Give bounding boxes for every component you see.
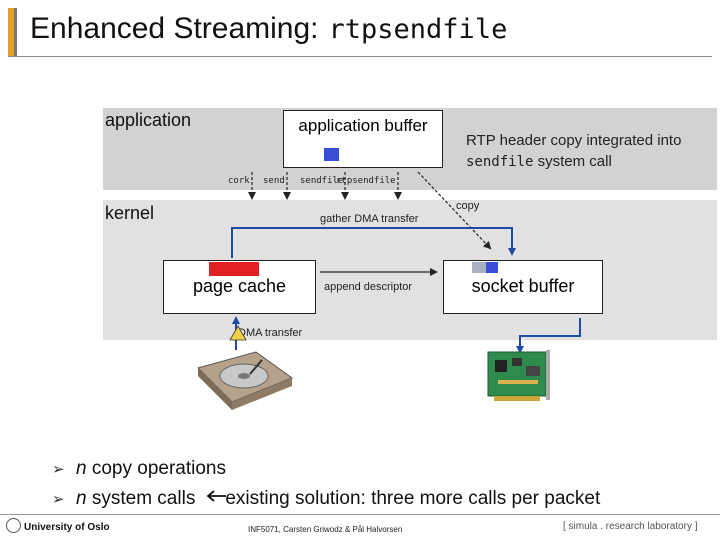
syscall-send: send xyxy=(263,176,285,186)
dma-transfer-label: DMA transfer xyxy=(238,327,303,339)
syscall-rtpsendfile: rtpsendfile xyxy=(336,176,396,186)
bullet-item: ➢ n copy operations xyxy=(52,454,600,484)
syscall-cork: cork xyxy=(228,176,250,186)
socket-buffer-data-block xyxy=(486,262,498,273)
page-cache-label: page cache xyxy=(192,276,287,296)
bullet-arrow-icon: ➢ xyxy=(52,491,65,508)
application-buffer-data-block xyxy=(324,148,339,161)
page-cache-data-block xyxy=(209,262,259,276)
title-accent-bar xyxy=(8,8,16,56)
syscall-sendfile: sendfile xyxy=(300,176,344,186)
network-card-image xyxy=(487,350,550,401)
application-layer-label: application xyxy=(105,110,192,130)
rtp-note-line1: RTP header copy integrated into xyxy=(466,132,682,149)
application-buffer-box xyxy=(283,110,443,168)
socket-buffer-header-block xyxy=(472,262,486,273)
bullet-text: system calls xyxy=(86,488,196,509)
bullet-tail: existing solution: three more calls per … xyxy=(225,488,601,509)
bullet-var: n xyxy=(76,458,87,479)
bullet-item: ➢ n system calls existing solution: three … xyxy=(52,484,600,514)
socket-buffer-label: socket buffer xyxy=(471,276,575,296)
footer-university: University of Oslo xyxy=(24,522,110,533)
title-accent-bar-secondary xyxy=(14,8,17,56)
rtp-note: RTP header copy integrated into sendfile… xyxy=(466,130,706,173)
kernel-layer-label: kernel xyxy=(105,203,155,223)
slide-title: Enhanced Streaming: rtpsendfile xyxy=(30,12,507,46)
title-code: rtpsendfile xyxy=(328,14,508,45)
append-descriptor-label: append descriptor xyxy=(324,281,413,293)
rtp-note-line2: system call xyxy=(533,153,612,170)
gather-dma-label: gather DMA transfer xyxy=(320,213,419,225)
rtp-note-code: sendfile xyxy=(466,154,534,170)
bullet-arrow-icon: ➢ xyxy=(52,461,65,478)
application-buffer-label: application buffer xyxy=(298,116,428,135)
socket-buffer-box xyxy=(443,260,603,314)
title-rule xyxy=(8,56,712,57)
bullet-text: copy operations xyxy=(86,458,226,479)
title-text: Enhanced Streaming: xyxy=(30,12,319,45)
bullet-var: n xyxy=(76,488,87,509)
footer-lab: [ simula . research laboratory ] xyxy=(563,521,698,532)
footer-rule xyxy=(0,514,720,515)
copy-label: copy xyxy=(456,200,480,212)
footer-authors: INF5071, Carsten Griwodz & Pål Halvorsen xyxy=(248,525,403,534)
university-seal-icon xyxy=(6,518,21,533)
bullet-list: ➢ n copy operations ➢ n system calls existi… xyxy=(52,454,600,514)
